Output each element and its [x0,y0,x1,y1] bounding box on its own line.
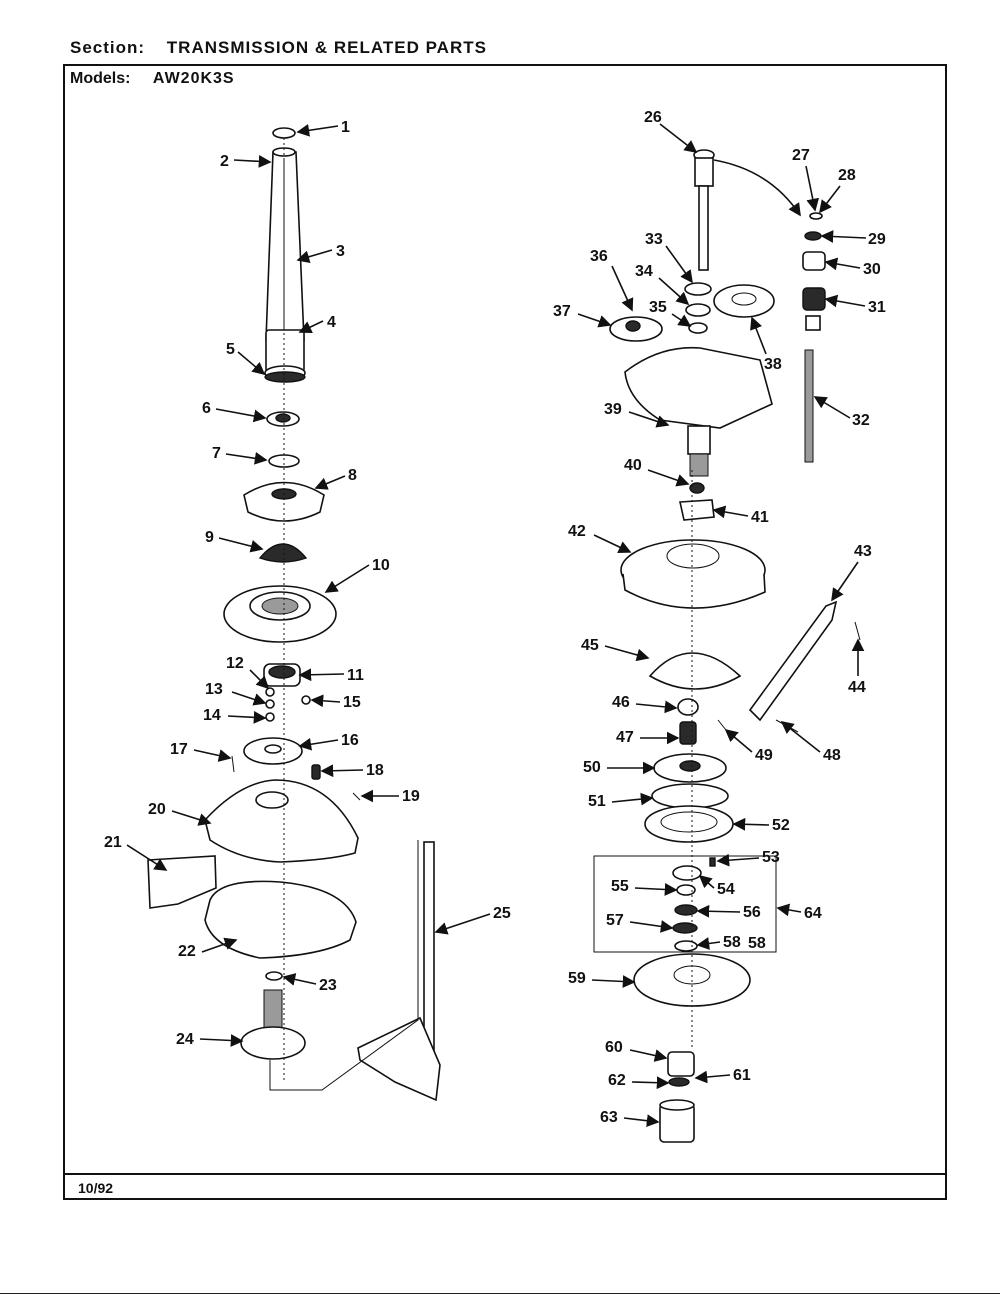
callout-51: 51 [588,793,606,810]
callout-42: 42 [568,523,586,540]
models-value: AW20K3S [152,70,235,87]
revision-date: 10/92 [78,1180,114,1196]
callout-37: 37 [553,303,571,320]
callout-7: 7 [212,445,221,462]
callout-44: 44 [848,679,866,696]
footer-rule [63,1173,947,1175]
callout-62: 62 [608,1072,626,1089]
callout-19: 19 [402,788,420,805]
callout-45: 45 [581,637,599,654]
callout-53: 53 [762,849,780,866]
callout-58a: 58 [723,934,741,951]
callout-labels: 1 2 3 4 5 6 7 8 9 10 11 12 13 14 15 16 1… [104,109,886,1128]
callout-3: 3 [336,243,345,260]
callout-1: 1 [341,119,350,136]
callout-32: 32 [852,412,870,429]
callout-56: 56 [743,904,761,921]
callout-14: 14 [203,707,221,724]
callout-18: 18 [366,762,384,779]
diagram-frame [63,64,947,1200]
callout-10: 10 [372,557,390,574]
callout-41: 41 [751,509,769,526]
callout-55: 55 [611,878,629,895]
callout-36: 36 [590,248,608,265]
callout-33: 33 [645,231,663,248]
callout-15: 15 [343,694,361,711]
callout-38: 38 [764,356,782,373]
callout-60: 60 [605,1039,623,1056]
callout-27: 27 [792,147,810,164]
callout-24: 24 [176,1031,194,1048]
callout-21: 21 [104,834,122,851]
callout-47: 47 [616,729,634,746]
callout-54: 54 [717,881,735,898]
callout-13: 13 [205,681,223,698]
callout-12: 12 [226,655,244,672]
callout-59: 59 [568,970,586,987]
callout-43: 43 [854,543,872,560]
section-value: TRANSMISSION & RELATED PARTS [166,38,487,57]
callout-8: 8 [348,467,357,484]
callout-63: 63 [600,1109,618,1126]
section-label: Section: [70,38,146,57]
callout-2: 2 [220,153,229,170]
callout-40: 40 [624,457,642,474]
callout-35: 35 [649,299,667,316]
callout-48: 48 [823,747,841,764]
callout-4: 4 [327,314,336,331]
callout-50: 50 [583,759,601,776]
callout-58b: 58 [748,935,766,952]
callout-22: 22 [178,943,196,960]
callout-20: 20 [148,801,166,818]
callout-16: 16 [341,732,359,749]
callout-30: 30 [863,261,881,278]
models-label: Models: [70,70,131,87]
callout-31: 31 [868,299,886,316]
callout-34: 34 [635,263,653,280]
callout-49: 49 [755,747,773,764]
callout-46: 46 [612,694,630,711]
callout-26: 26 [644,109,662,126]
section-title: Section: TRANSMISSION & RELATED PARTS [70,38,487,58]
page-bottom-rule [0,1293,1000,1294]
callout-17: 17 [170,741,188,758]
callout-64: 64 [804,905,822,922]
callout-52: 52 [772,817,790,834]
callout-9: 9 [205,529,214,546]
callout-5: 5 [226,341,235,358]
callout-6: 6 [202,400,211,417]
callout-28: 28 [838,167,856,184]
callout-11: 11 [347,667,364,684]
models-line: Models: AW20K3S [70,70,235,88]
callout-29: 29 [868,231,886,248]
left-assembly-drawing [147,127,441,1102]
callout-39: 39 [604,401,622,418]
right-assembly-drawing [593,149,861,1143]
callout-23: 23 [319,977,337,994]
callout-61: 61 [733,1067,751,1084]
callout-25: 25 [493,905,511,922]
callout-57: 57 [606,912,624,929]
